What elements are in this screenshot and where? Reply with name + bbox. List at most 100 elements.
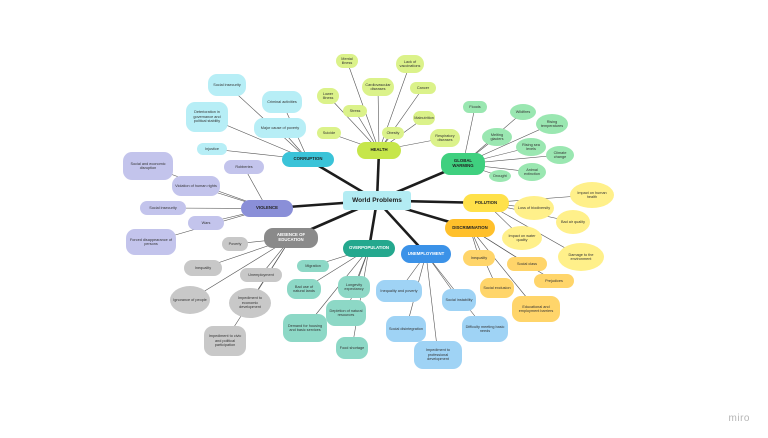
leaf-impact-water-quality[interactable]: Impact on water quality (502, 226, 542, 250)
leaf-impediment-economic-development[interactable]: Impediment to economic development (229, 288, 271, 318)
leaf-food-shortage[interactable]: Food shortage (336, 337, 368, 359)
leaf-lower-illness[interactable]: Lower Illness (317, 88, 339, 104)
node-label: Impediment to civic and political partic… (208, 334, 242, 348)
node-label: Poverty (228, 241, 242, 246)
leaf-social-class[interactable]: Social class (507, 257, 547, 271)
node-label: OVERPOPULATION (348, 245, 390, 251)
leaf-connector (377, 86, 380, 151)
leaf-wars[interactable]: Wars (188, 216, 224, 230)
leaf-bad-use-natural-lands[interactable]: Bad use of natural lands (287, 279, 321, 299)
leaf-inequality-education[interactable]: Inequality (184, 260, 222, 276)
leaf-deterioration-governance[interactable]: Deterioration in governance and politica… (186, 102, 228, 132)
node-label: Social class (516, 261, 538, 266)
node-label: Forced disappearance of persons (129, 237, 172, 246)
leaf-violation-human-rights[interactable]: Violation of human rights (172, 176, 220, 196)
node-label: Respiratory diseases (435, 133, 455, 142)
leaf-poverty[interactable]: Poverty (222, 237, 248, 251)
leaf-suicide[interactable]: Suicide (317, 127, 341, 139)
leaf-floods[interactable]: Floods (463, 101, 487, 113)
leaf-unemployment-education[interactable]: Unemployment (240, 268, 282, 282)
leaf-demand-housing-services[interactable]: Demand for housing and basic services (283, 314, 327, 342)
node-label: Wars (201, 220, 211, 225)
leaf-loss-of-biodiversity[interactable]: Loss of biodiversity (514, 196, 554, 220)
leaf-prejudices[interactable]: Prejudices (534, 274, 574, 288)
hub-global-warming[interactable]: GLOBAL WARMING (441, 153, 485, 175)
node-label: Animal extinction (523, 167, 541, 176)
hub-corruption[interactable]: CORRUPTION (282, 152, 334, 167)
node-label: Impact on human health (577, 190, 607, 199)
hub-absence-of-education[interactable]: ABSENCE OF EDUCATION (264, 228, 318, 248)
hub-health[interactable]: HEALTH (357, 142, 401, 159)
leaf-difficulty-basic-needs[interactable]: Difficulty meeting basic needs (462, 316, 508, 342)
leaf-respiratory-diseases[interactable]: Respiratory diseases (430, 129, 460, 147)
node-label: Floods (469, 104, 481, 109)
node-label: Social insecurity (149, 205, 177, 210)
leaf-injustice[interactable]: Injustice (197, 143, 227, 155)
leaf-robberies[interactable]: Robberies (224, 160, 264, 174)
leaf-obesity[interactable]: Obesity (382, 127, 404, 139)
node-label: Rising sea levels (522, 142, 540, 151)
node-label: Lack of vaccinations (399, 59, 421, 68)
leaf-rising-sea-levels[interactable]: Rising sea levels (516, 138, 546, 156)
leaf-wildfires[interactable]: Wildfires (510, 104, 536, 120)
leaf-climate-change[interactable]: Climate change (546, 146, 574, 164)
leaf-criminal-activities[interactable]: Criminal activities (262, 91, 302, 113)
leaf-melting-glaciers[interactable]: Melting glaciers (482, 128, 512, 146)
leaf-connector (351, 248, 370, 349)
leaf-social-insecurity[interactable]: Social insecurity (208, 74, 246, 96)
leaf-impact-human-health[interactable]: Impact on human health (570, 182, 614, 208)
leaf-social-instability[interactable]: Social instability (442, 289, 476, 311)
leaf-animal-extinction[interactable]: Animal extinction (518, 163, 546, 181)
node-label: Robberies (235, 164, 253, 169)
hub-discrimination[interactable]: DISCRIMINATION (445, 219, 495, 237)
leaf-lack-of-vaccinations[interactable]: Lack of vaccinations (396, 55, 424, 73)
node-label: Food shortage (339, 345, 365, 350)
node-label: Loss of biodiversity (517, 205, 551, 210)
leaf-bad-air-quality[interactable]: Bad air quality (556, 210, 590, 234)
leaf-drought[interactable]: Drought (489, 170, 511, 182)
node-label: Prejudices (545, 278, 563, 283)
leaf-cardiovascular-diseases[interactable]: Cardiovascular diseases (362, 78, 394, 96)
node-label: POLUTION (474, 199, 498, 205)
hub-pollution[interactable]: POLUTION (463, 194, 509, 212)
leaf-stress[interactable]: Stress (343, 105, 367, 117)
node-label: Lower Illness (322, 91, 334, 100)
node-label: Depletion of natural resources (329, 308, 363, 317)
leaf-cancer[interactable]: Cancer (410, 82, 436, 94)
leaf-major-cause-of-poverty[interactable]: Major cause of poverty (254, 118, 306, 138)
leaf-depletion-natural-resources[interactable]: Depletion of natural resources (326, 300, 366, 326)
node-label: Inequality (194, 265, 212, 270)
node-world-problems[interactable]: World Problems (343, 191, 411, 210)
leaf-longevity-expectancy[interactable]: Longevity expectancy (338, 276, 370, 298)
node-label: Climate change (553, 150, 567, 159)
node-label: GLOBAL WARMING (452, 158, 474, 168)
leaf-rising-temperatures[interactable]: Rising temperatures (536, 114, 568, 134)
leaf-social-economic-disruption[interactable]: Social and economic disruption (123, 152, 173, 180)
hub-violence[interactable]: VIOLENCE (241, 200, 293, 217)
leaf-social-exclusion[interactable]: Social exclusion (480, 278, 514, 298)
leaf-forced-disappearance[interactable]: Forced disappearance of persons (126, 229, 176, 255)
node-label: Damage to the environment (568, 252, 594, 261)
leaf-social-disintegration[interactable]: Social disintegration (386, 316, 426, 342)
node-label: Impact on water quality (508, 233, 536, 242)
node-label: Malnutrition (414, 115, 434, 120)
leaf-inequality-discrimination[interactable]: Inequality (463, 250, 495, 266)
hub-overpopulation[interactable]: OVERPOPULATION (343, 240, 395, 257)
node-label: Migration (305, 263, 321, 268)
leaf-impediment-professional-development[interactable]: Impediment to professional development (414, 341, 462, 369)
leaf-inequality-and-poverty[interactable]: Inequality and poverty (376, 280, 422, 302)
leaf-ignorance-of-people[interactable]: Ignorance of people (170, 286, 210, 314)
node-label: Social insecurity (213, 82, 241, 87)
leaf-mental-illness[interactable]: Mental illness (336, 54, 358, 68)
leaf-impediment-civic-participation[interactable]: Impediment to civic and political partic… (204, 326, 246, 356)
leaf-malnutrition[interactable]: Malnutrition (413, 111, 435, 125)
leaf-educational-employment-barriers[interactable]: Educational and employment barriers (512, 296, 560, 322)
hub-unemployment[interactable]: UNEMPLOYMENT (401, 245, 451, 263)
leaf-migration[interactable]: Migration (297, 260, 329, 272)
node-label: Rising temperatures (540, 119, 564, 128)
node-label: Demand for housing and basic services (287, 323, 323, 332)
node-label: Suicide (322, 130, 336, 135)
leaf-damage-environment[interactable]: Damage to the environment (558, 243, 604, 271)
leaf-social-insecurity-violence[interactable]: Social insecurity (140, 201, 186, 215)
